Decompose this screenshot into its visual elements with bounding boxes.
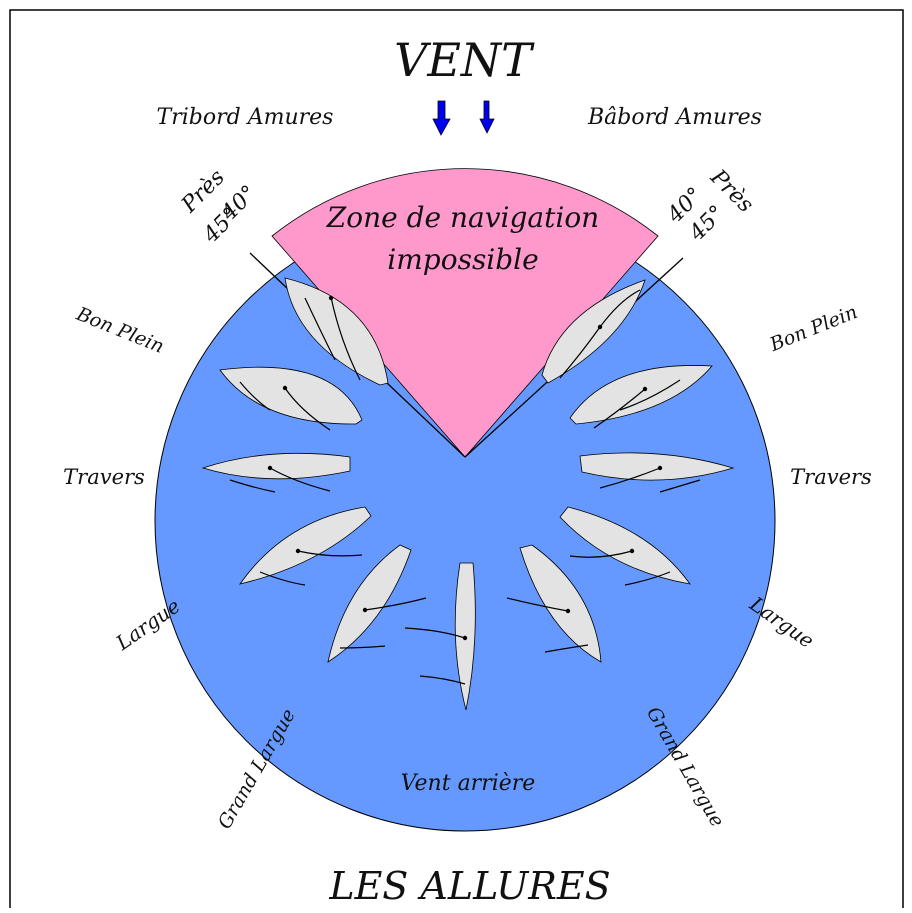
travers-label-left: Travers bbox=[63, 465, 145, 489]
bon-plein-label-right: Bon Plein bbox=[766, 301, 861, 356]
tribord-amures-label: Tribord Amures bbox=[157, 105, 334, 130]
wind-arrow-icon bbox=[433, 101, 450, 135]
travers-label-right: Travers bbox=[790, 465, 872, 489]
vent-arriere-label: Vent arrière bbox=[401, 771, 536, 796]
no-go-zone-label-line2: impossible bbox=[387, 243, 538, 276]
wind-title: VENT bbox=[394, 33, 535, 87]
wind-arrow-icon bbox=[480, 101, 494, 133]
no-go-zone-label-line1: Zone de navigation bbox=[326, 201, 599, 234]
babord-amures-label: Bâbord Amures bbox=[587, 105, 762, 130]
bon-plein-label-left: Bon Plein bbox=[72, 303, 167, 358]
diagram-title: LES ALLURES bbox=[328, 864, 610, 908]
